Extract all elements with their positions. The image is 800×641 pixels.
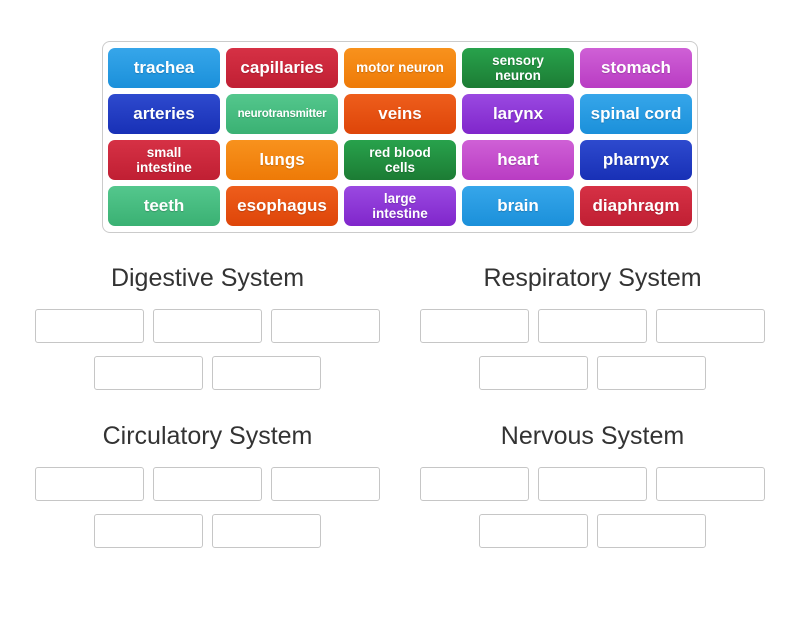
- drop-slot[interactable]: [271, 467, 380, 501]
- drop-slot[interactable]: [656, 309, 765, 343]
- tile-veins[interactable]: veins: [344, 94, 456, 134]
- drop-slot[interactable]: [538, 467, 647, 501]
- tile-larynx[interactable]: larynx: [462, 94, 574, 134]
- tile-heart[interactable]: heart: [462, 140, 574, 180]
- group-title-respiratory: Respiratory System: [483, 264, 702, 292]
- drop-slot[interactable]: [597, 356, 706, 390]
- tile-neurotransmitter[interactable]: neurotransmitter: [226, 94, 338, 134]
- tile-red-blood-cells[interactable]: red blood cells: [344, 140, 456, 180]
- group-respiratory-system: Respiratory System: [420, 263, 765, 390]
- drop-slot[interactable]: [35, 467, 144, 501]
- drop-slot[interactable]: [153, 309, 262, 343]
- tile-capillaries[interactable]: capillaries: [226, 48, 338, 88]
- tile-stomach[interactable]: stomach: [580, 48, 692, 88]
- group-title-nervous: Nervous System: [500, 422, 685, 450]
- drop-slot[interactable]: [420, 467, 529, 501]
- drop-slot[interactable]: [479, 356, 588, 390]
- slot-row: [35, 356, 380, 390]
- category-groups: Digestive System Respiratory System Circ…: [35, 263, 765, 548]
- group-title-digestive: Digestive System: [110, 264, 305, 292]
- drop-slot[interactable]: [94, 514, 203, 548]
- drop-slot[interactable]: [538, 309, 647, 343]
- tile-arteries[interactable]: arteries: [108, 94, 220, 134]
- tile-diaphragm[interactable]: diaphragm: [580, 186, 692, 226]
- tile-pharnyx[interactable]: pharnyx: [580, 140, 692, 180]
- tile-motor-neuron[interactable]: motor neuron: [344, 48, 456, 88]
- drop-slot[interactable]: [656, 467, 765, 501]
- tile-teeth[interactable]: teeth: [108, 186, 220, 226]
- drop-slot[interactable]: [479, 514, 588, 548]
- group-circulatory-system: Circulatory System: [35, 421, 380, 548]
- group-title-circulatory: Circulatory System: [102, 422, 313, 450]
- slot-row: [420, 309, 765, 343]
- drop-slot[interactable]: [597, 514, 706, 548]
- drop-slot[interactable]: [35, 309, 144, 343]
- tile-sensory-neuron[interactable]: sensory neuron: [462, 48, 574, 88]
- slot-row: [35, 309, 380, 343]
- slot-row: [420, 514, 765, 548]
- tile-small-intestine[interactable]: small intestine: [108, 140, 220, 180]
- slot-row: [420, 467, 765, 501]
- slot-row: [420, 356, 765, 390]
- tile-lungs[interactable]: lungs: [226, 140, 338, 180]
- drop-slot[interactable]: [94, 356, 203, 390]
- tile-brain[interactable]: brain: [462, 186, 574, 226]
- group-digestive-system: Digestive System: [35, 263, 380, 390]
- drop-slot[interactable]: [153, 467, 262, 501]
- drop-slot[interactable]: [212, 514, 321, 548]
- drop-slot[interactable]: [212, 356, 321, 390]
- word-bank: trachea capillaries motor neuron sensory…: [102, 41, 698, 233]
- slot-row: [35, 467, 380, 501]
- tile-spinal-cord[interactable]: spinal cord: [580, 94, 692, 134]
- tile-large-intestine[interactable]: large intestine: [344, 186, 456, 226]
- drop-slot[interactable]: [271, 309, 380, 343]
- tile-esophagus[interactable]: esophagus: [226, 186, 338, 226]
- slot-row: [35, 514, 380, 548]
- tile-trachea[interactable]: trachea: [108, 48, 220, 88]
- group-nervous-system: Nervous System: [420, 421, 765, 548]
- drop-slot[interactable]: [420, 309, 529, 343]
